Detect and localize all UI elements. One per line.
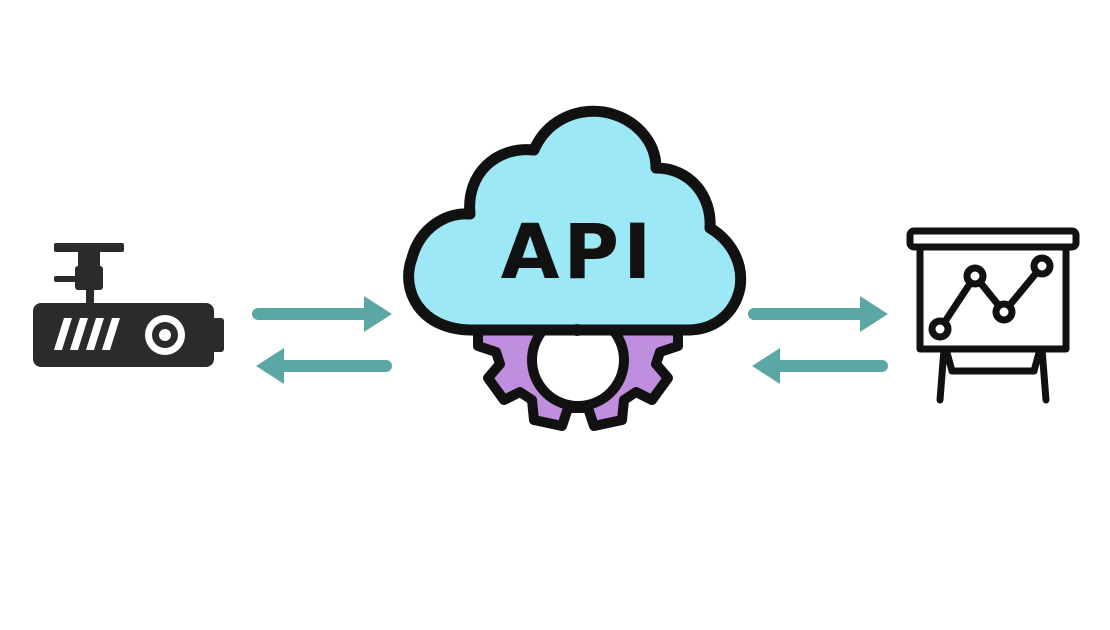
dashcam-icon <box>33 243 224 367</box>
right-arrows <box>748 296 888 384</box>
api-label: API <box>501 207 656 296</box>
arrow-right-icon <box>252 296 392 332</box>
arrow-left-icon <box>256 348 392 384</box>
chart-board-icon <box>906 227 1080 404</box>
cloud-gear-icon: API <box>403 105 747 431</box>
left-arrows <box>252 296 392 384</box>
arrow-right-icon <box>748 296 888 332</box>
cloud-shape <box>403 105 747 336</box>
arrow-left-icon <box>752 348 888 384</box>
